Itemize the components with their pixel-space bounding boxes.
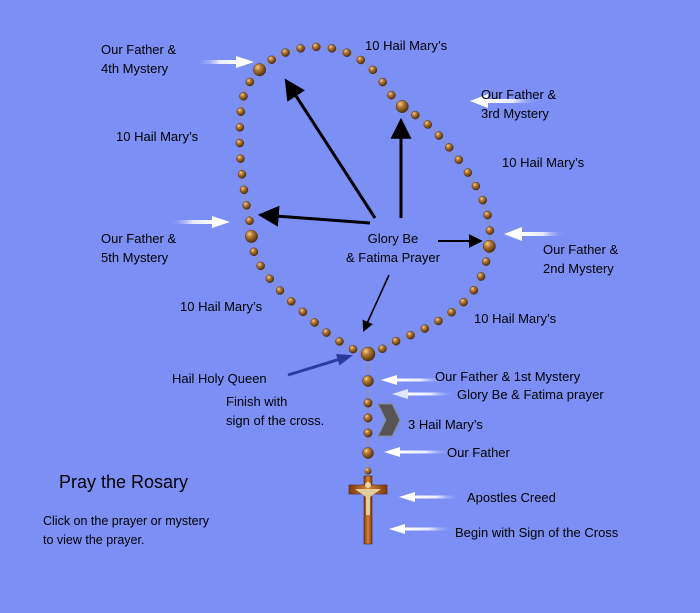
hail-mary-bead[interactable] [245,216,254,226]
our-father-1st-mystery[interactable]: Our Father & 1st Mystery [435,369,581,384]
hail-mary-bead[interactable] [236,107,246,116]
hail-mary-bead[interactable] [322,328,331,337]
hail-mary-bead[interactable] [378,77,387,87]
hail-marys-right[interactable]: 10 Hail Mary’s [502,155,585,170]
our-father-3rd-mystery[interactable]: Our Father &3rd Mystery [481,87,557,121]
glory-be-fatima-prayer[interactable]: Glory Be & Fatima prayer [457,387,604,402]
hail-mary-bead[interactable] [281,48,290,57]
hail-mary-bead[interactable] [298,307,308,317]
hail-mary-bead[interactable] [445,143,454,152]
hail-mary-bead[interactable] [235,123,245,132]
hail-mary-bead[interactable] [378,344,387,353]
pointer-arrow-icon [470,94,540,108]
hail-mary-bead[interactable] [411,110,420,120]
hail-mary-bead[interactable] [476,272,486,281]
hail-mary-bead[interactable] [239,92,248,101]
hail-marys-bottom-left[interactable]: 10 Hail Mary’s [180,299,263,314]
hail-mary-bead[interactable] [239,185,249,195]
hail-mary-bead[interactable] [406,331,415,340]
our-father-bead[interactable] [253,63,267,77]
pointer-arrow-icon [168,216,230,228]
our-father-4th-mystery[interactable]: Our Father &4th Mystery [101,42,177,76]
hail-mary-bead[interactable] [471,181,481,191]
hail-mary-bead[interactable] [459,298,468,307]
hail-mary-bead[interactable] [235,138,245,148]
hail-mary-bead[interactable] [296,44,305,53]
hail-mary-bead[interactable] [469,286,478,295]
hail-mary-bead[interactable] [312,42,321,52]
begin-sign-of-cross[interactable]: Begin with Sign of the Cross [455,525,619,540]
hail-mary-bead[interactable] [423,120,432,129]
hail-mary-bead[interactable] [335,337,344,346]
our-father-bead[interactable] [362,375,374,387]
hail-mary-bead[interactable] [256,261,265,271]
pointer-arrow-icon [287,354,354,377]
hail-mary-bead[interactable] [463,168,473,177]
hail-mary-bead[interactable] [420,324,429,333]
hail-mary-bead[interactable] [249,247,259,257]
pointer-arrow-icon [381,375,447,385]
hail-mary-bead[interactable] [356,55,365,65]
pointer-arrow-icon [399,492,461,502]
hail-mary-bead[interactable] [391,337,401,346]
hail-mary-bead[interactable] [327,44,337,53]
hail-mary-bead[interactable] [265,274,274,283]
our-father-bead[interactable] [482,239,496,253]
hail-mary-bead[interactable] [287,297,296,306]
our-father-bead[interactable] [395,100,409,113]
arrow-to-hail-holy-queen [362,274,390,333]
hail-mary-bead[interactable] [242,201,251,210]
hail-mary-bead[interactable] [236,154,245,163]
hail-mary-bead[interactable] [310,318,319,327]
hail-mary-bead[interactable] [447,308,456,317]
hail-mary-bead[interactable] [434,131,444,140]
glory-be-fatima-center[interactable]: Glory Be& Fatima Prayer [346,231,440,265]
hail-marys-bottom-right[interactable]: 10 Hail Mary’s [474,311,557,326]
hail-mary-bead[interactable] [363,428,373,438]
hail-mary-bead[interactable] [454,155,464,165]
pointer-arrows [168,56,566,534]
our-father[interactable]: Our Father [447,445,510,460]
chevron-right-icon [377,403,401,437]
our-father-bead[interactable] [244,229,258,243]
hail-mary-bead[interactable] [478,195,487,205]
hail-marys-top[interactable]: 10 Hail Mary’s [365,38,448,53]
hail-mary-bead[interactable] [245,77,255,87]
hail-mary-bead[interactable] [363,413,373,423]
arrow-to-5th [257,205,371,227]
hail-marys-left[interactable]: 10 Hail Mary’s [116,129,199,144]
hail-mary-bead[interactable] [485,226,495,235]
hail-mary-bead[interactable] [434,316,443,326]
hail-mary-bead[interactable] [481,257,491,266]
pointer-arrow-icon [384,447,454,457]
arrow-to-4th [284,78,377,219]
hail-mary-bead[interactable] [342,48,352,57]
center-arrows [257,78,483,333]
pointer-arrow-icon [504,227,566,241]
rosary-beads [235,42,496,459]
centre-bead[interactable] [360,346,376,362]
hail-mary-bead[interactable] [275,286,285,295]
apostles-creed[interactable]: Apostles Creed [467,490,556,505]
hail-mary-bead[interactable] [363,398,373,408]
pointer-arrow-icon [392,389,456,399]
our-father-5th-mystery[interactable]: Our Father &5th Mystery [101,231,177,265]
pointer-arrow-icon [389,524,455,534]
page-title: Pray the Rosary [59,472,189,492]
our-father-bead[interactable] [362,447,374,459]
hail-mary-bead[interactable] [387,90,396,100]
three-hail-marys[interactable]: 3 Hail Mary’s [408,417,483,432]
hail-mary-bead[interactable] [483,210,492,220]
hail-mary-bead[interactable] [348,345,358,354]
hail-holy-queen[interactable]: Hail Holy Queen [172,371,267,386]
hail-mary-bead[interactable] [237,170,247,179]
our-father-2nd-mystery[interactable]: Our Father &2nd Mystery [543,242,619,276]
crucifix-icon[interactable] [348,467,388,545]
hail-mary-bead[interactable] [267,55,276,64]
hail-mary-bead[interactable] [368,65,378,75]
pointer-arrow-icon [196,56,254,68]
